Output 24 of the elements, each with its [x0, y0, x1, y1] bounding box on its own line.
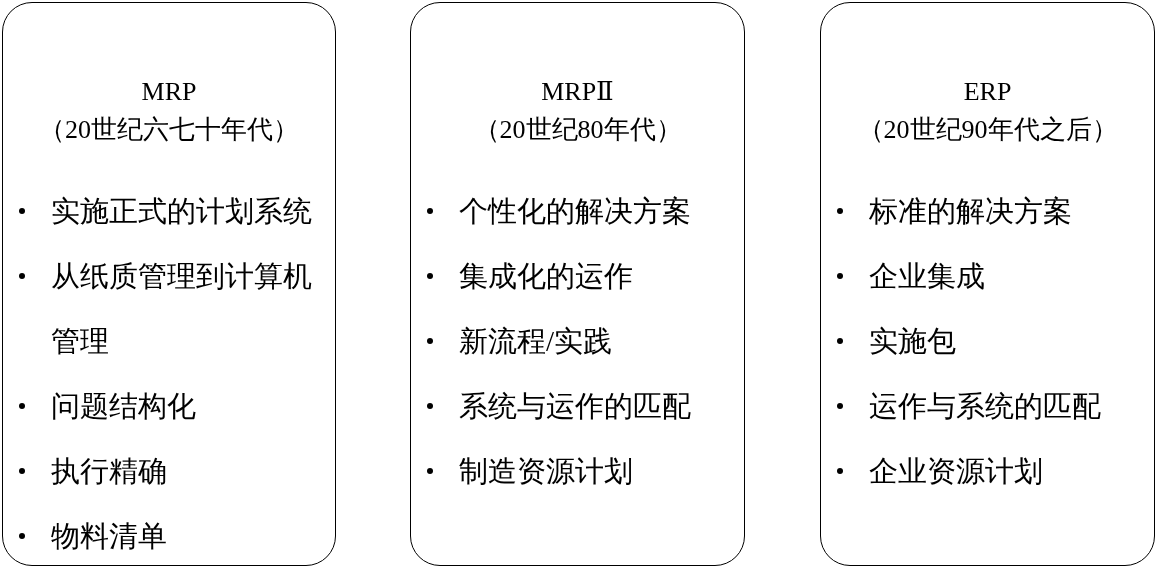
period-label: （20世纪80年代） — [472, 114, 683, 146]
stage-title: MRPⅡ — [540, 76, 615, 108]
feature-text: 实施包 — [869, 325, 956, 357]
stage-title: MRP — [140, 76, 198, 108]
feature-text: 问题结构化 — [51, 390, 196, 422]
stage-card — [410, 2, 745, 566]
feature-text: 系统与运作的匹配 — [459, 390, 691, 422]
feature-text: 运作与系统的匹配 — [869, 390, 1101, 422]
feature-text: 实施正式的计划系统 — [51, 195, 312, 227]
stage-card — [820, 2, 1155, 566]
feature-text: 执行精确 — [51, 455, 167, 487]
feature-text: 企业资源计划 — [869, 455, 1043, 487]
feature-text: 物料清单 — [51, 520, 167, 552]
feature-text: 企业集成 — [869, 260, 985, 292]
period-label: （20世纪90年代之后） — [856, 114, 1119, 146]
feature-text: 个性化的解决方案 — [459, 195, 691, 227]
feature-text: 集成化的运作 — [459, 260, 633, 292]
stage-title: ERP — [962, 76, 1013, 108]
period-label: （20世纪六七十年代） — [38, 114, 300, 146]
feature-text: 从纸质管理到计算机管理 — [51, 260, 312, 357]
feature-text: 新流程/实践 — [459, 325, 613, 357]
feature-text: 制造资源计划 — [459, 455, 633, 487]
stage-card — [2, 2, 336, 566]
feature-text: 标准的解决方案 — [869, 195, 1072, 227]
